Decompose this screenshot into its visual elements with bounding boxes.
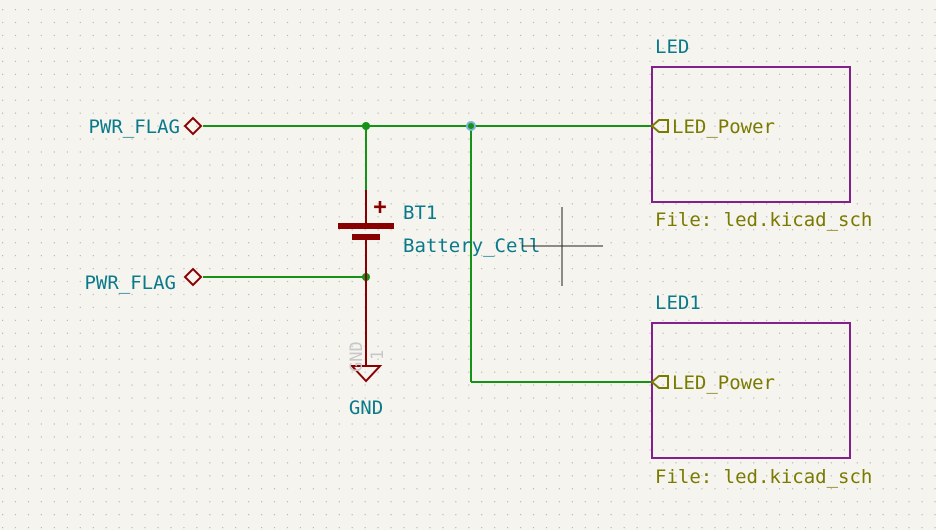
sheet-pin-icon [650,375,669,389]
junction-dot[interactable] [466,121,476,131]
battery-value-label: Battery_Cell [403,235,540,257]
pwr-flag-top-label: PWR_FLAG [88,116,180,138]
battery-plus-icon: + [373,195,386,220]
sheet-led1-name: LED1 [655,292,701,314]
battery-negative-plate [352,234,380,240]
wires [203,125,652,383]
sheet-led[interactable]: LED LED_Power File: led.kicad_sch [650,36,872,231]
pwr-flag-diamond-icon [183,116,203,136]
gnd-symbol[interactable]: GND 1 GND [347,277,388,419]
battery-ref-label: BT1 [403,202,437,224]
sheet-led1[interactable]: LED1 LED_Power File: led.kicad_sch [650,292,872,488]
pwr-flag-diamond-icon [183,267,203,287]
sheet-led-file: File: led.kicad_sch [655,209,872,231]
sheet-led-border[interactable] [651,66,851,203]
pwr-flag-top[interactable]: PWR_FLAG [88,116,203,138]
junction-dot[interactable] [362,122,370,130]
sheet-led1-pin-label: LED_Power [672,372,775,394]
sheet-led1-file: File: led.kicad_sch [655,466,872,488]
sheet-led-pin-label: LED_Power [672,116,775,138]
grid-dots [2,9,936,529]
pwr-flag-bottom-label: PWR_FLAG [84,272,176,294]
sheet-pin-icon [650,119,669,133]
pwr-flag-bottom[interactable]: PWR_FLAG [84,267,203,294]
battery-positive-plate [338,223,394,229]
sheet-led1-border[interactable] [651,322,851,459]
gnd-hidden-ref: GND [347,341,367,372]
sheet-led-name: LED [655,36,689,58]
gnd-hidden-pin: 1 [368,350,388,360]
crosshair-cursor-icon [522,207,603,286]
battery-bt1[interactable]: + BT1 Battery_Cell [338,190,540,277]
gnd-triangle-icon [349,365,383,383]
gnd-value-label: GND [349,397,383,419]
